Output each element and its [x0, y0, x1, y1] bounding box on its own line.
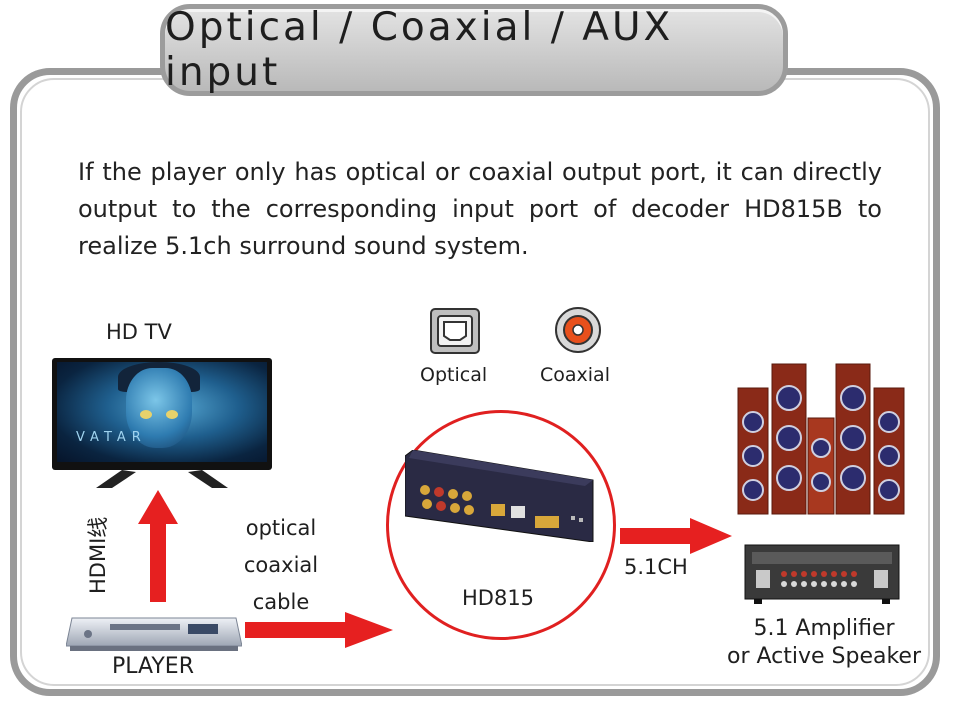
title-banner: Optical / Coaxial / AUX input [160, 4, 788, 96]
speakers-image [737, 363, 905, 515]
optical-port-icon [430, 308, 480, 354]
hdmi-label: HDMI线 [86, 516, 110, 594]
tv-character-eye [166, 410, 178, 419]
player-image [66, 617, 242, 651]
up-arrow-icon [138, 490, 178, 602]
right-arrow-icon [620, 518, 732, 554]
amplifier-image [744, 544, 900, 604]
description-text: If the player only has optical or coaxia… [78, 158, 882, 260]
decoder-image [405, 450, 594, 542]
decoder-highlight-circle [386, 410, 616, 640]
right-arrow-icon [245, 612, 393, 648]
cable-label-cable: cable [252, 590, 310, 614]
amplifier-label-line1: 5.1 Amplifier [753, 616, 895, 641]
optical-icon-label: Optical [420, 364, 488, 386]
tv-character-face [126, 368, 192, 448]
amplifier-label-line2: or Active Speaker [726, 644, 922, 669]
player-label: PLAYER [112, 654, 194, 679]
tv-stand [96, 470, 228, 488]
cable-label-optical: optical [245, 516, 317, 540]
cable-label-coaxial: coaxial [243, 553, 319, 577]
page-title: Optical / Coaxial / AUX input [165, 5, 674, 95]
hd-tv-label: HD TV [106, 320, 172, 344]
tv-character-eye [140, 410, 152, 419]
decoder-label: HD815 [462, 586, 535, 610]
hd-tv-image: VATAR [52, 358, 272, 470]
channel-label: 5.1CH [624, 555, 688, 579]
coaxial-icon-label: Coaxial [540, 364, 610, 386]
coaxial-port-icon [555, 307, 601, 353]
tv-screen-logo: VATAR [76, 430, 147, 445]
